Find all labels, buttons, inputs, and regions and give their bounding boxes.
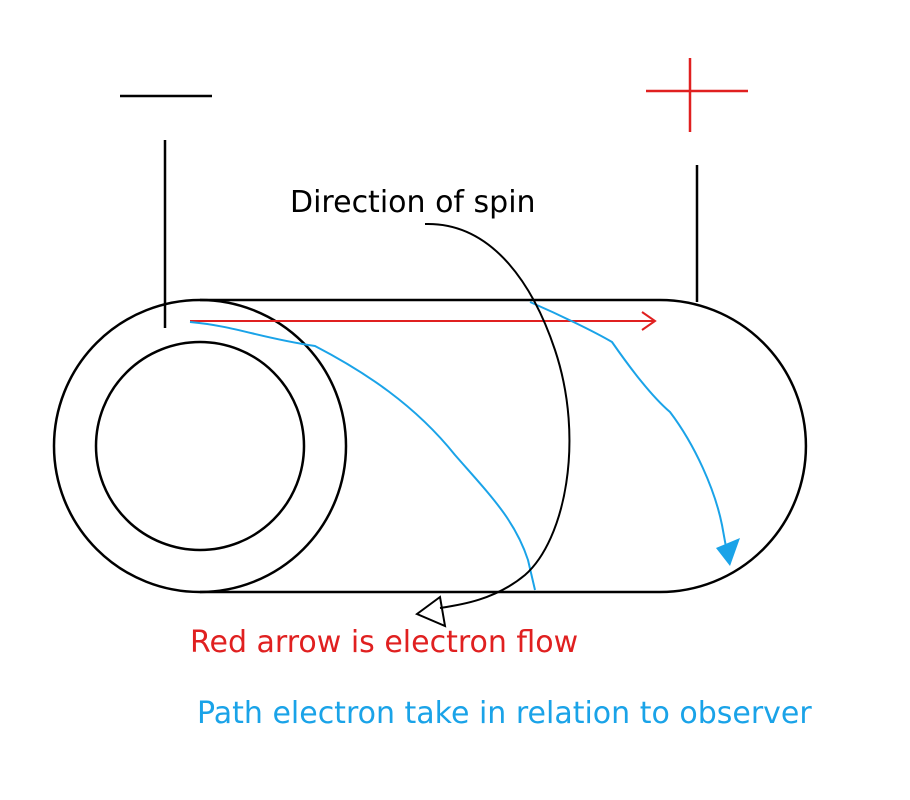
cylinder-right-end <box>659 298 808 594</box>
cylinder-inner-ring <box>94 340 306 552</box>
electron-flow-arrow <box>190 311 657 331</box>
positive-terminal <box>646 58 748 302</box>
spin-arrow-head <box>415 595 447 628</box>
direction-of-spin-label: Direction of spin <box>290 185 536 220</box>
electron-flow-label: Red arrow is electron flow <box>190 625 578 660</box>
electron-path-arrowhead <box>716 538 740 566</box>
cylinder-outer-ring <box>52 298 348 594</box>
cylinder <box>52 298 808 594</box>
electron-flow-arrow-head <box>641 311 657 331</box>
negative-terminal <box>120 94 212 328</box>
electron-path-right <box>529 301 729 559</box>
spin-arrow-curve <box>424 222 571 609</box>
electron-path-left <box>189 321 536 591</box>
path-label: Path electron take in relation to observ… <box>197 696 812 731</box>
spin-arrow <box>415 222 571 628</box>
electron-paths <box>189 301 740 591</box>
